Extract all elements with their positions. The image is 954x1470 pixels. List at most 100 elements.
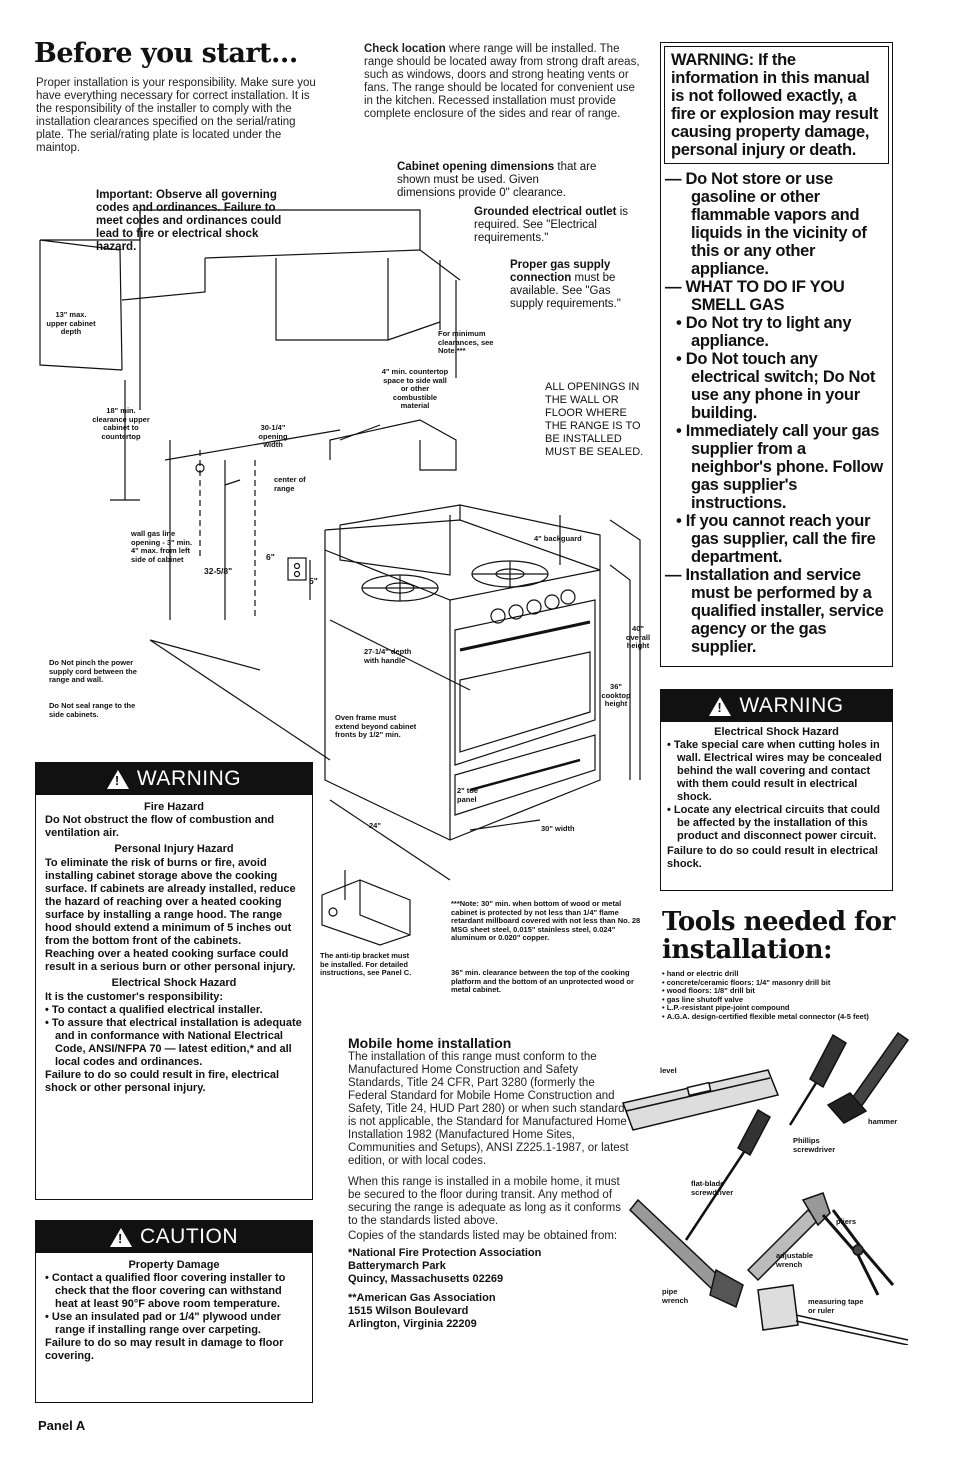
check-location-lead: Check location bbox=[364, 43, 446, 55]
address-1-line-2: Quincy, Massachusetts 02269 bbox=[348, 1273, 504, 1285]
warning-box-left: ! WARNING Fire Hazard Do Not obstruct th… bbox=[35, 762, 313, 1200]
caution-bullet-1: Contact a qualified floor covering insta… bbox=[45, 1272, 303, 1311]
outlet-lead: Grounded electrical outlet bbox=[474, 206, 617, 218]
gas-bullet-3: Immediately call your gas supplier from … bbox=[665, 422, 888, 512]
dim-32-label: 32-5/8" bbox=[204, 566, 233, 576]
countertop-space-label: 4" min. countertop space to side wall or… bbox=[381, 367, 449, 410]
mobile-home-p2: When this range is installed in a mobile… bbox=[348, 1176, 621, 1227]
tool-label-level: level bbox=[660, 1066, 677, 1075]
address-2-line-2: Arlington, Virginia 22209 bbox=[348, 1318, 477, 1330]
mobile-home-p1: The installation of this range must conf… bbox=[348, 1051, 629, 1167]
cabinet-opening-body: that are shown must be used. Given dimen… bbox=[397, 161, 597, 199]
right-shock-bullet-1: Take special care when cutting holes in … bbox=[667, 739, 886, 804]
injury-hazard-text: To eliminate the risk of burns or fire, … bbox=[45, 857, 296, 947]
tool-label-phillips: Phillips screwdriver bbox=[793, 1136, 836, 1154]
caution-header: ! CAUTION bbox=[36, 1221, 312, 1253]
dim-6-label: 6" bbox=[266, 552, 275, 562]
warning-triangle-icon-right: ! bbox=[709, 696, 732, 716]
outlet-text: Grounded electrical outlet is required. … bbox=[474, 206, 634, 245]
fire-hazard-text: Do Not obstruct the flow of combustion a… bbox=[45, 814, 275, 839]
caution-bullet-2: Use an insulated pad or 1/4" plywood und… bbox=[45, 1311, 303, 1337]
toe-panel-label: 2" toe panel bbox=[457, 786, 479, 804]
pipe-wrench-icon bbox=[628, 1198, 744, 1309]
tool-label-hammer: hammer bbox=[868, 1117, 898, 1126]
shock-intro: It is the customer's responsibility: bbox=[45, 991, 224, 1003]
shock-bullet-1: To contact a qualified electrical instal… bbox=[45, 1004, 303, 1017]
page-title: Before you start... bbox=[34, 38, 298, 69]
important-note: Important: Observe all governing codes a… bbox=[96, 188, 282, 253]
caution-triangle-icon: ! bbox=[110, 1227, 132, 1247]
mobile-home-p3: Copies of the standards listed may be ob… bbox=[348, 1230, 618, 1242]
gas-bullet-4: If you cannot reach your gas supplier, c… bbox=[665, 512, 888, 566]
tool-label-adjustable: adjustable wrench bbox=[776, 1251, 814, 1269]
gas-bullet-1: Do Not try to light any appliance. bbox=[665, 314, 888, 350]
cabinet-opening-text: Cabinet opening dimensions that are show… bbox=[397, 161, 597, 200]
dim-24-label: 24" bbox=[369, 821, 381, 830]
warning-label-left: WARNING bbox=[136, 767, 242, 790]
warning-box-right: ! WARNING Electrical Shock Hazard Take s… bbox=[660, 689, 893, 891]
min-clearances-label: For minimum clearances, see Note.*** bbox=[438, 329, 494, 355]
openings-sealed-label: ALL OPENINGS IN THE WALL OR FLOOR WHERE … bbox=[545, 381, 644, 458]
caution-label: CAUTION bbox=[140, 1225, 238, 1248]
panel-label: Panel A bbox=[38, 1418, 86, 1433]
gas-warning-box: WARNING: If the information in this manu… bbox=[660, 42, 893, 667]
tool-label-pliers: pliers bbox=[836, 1217, 857, 1226]
right-shock-title: Electrical Shock Hazard bbox=[714, 726, 839, 738]
backguard-label: 4" backguard bbox=[534, 534, 582, 543]
center-of-range-label: center of range bbox=[274, 475, 306, 493]
injury-hazard-title: Personal Injury Hazard bbox=[114, 843, 234, 855]
gas-dash-1: Do Not store or use gasoline or other fl… bbox=[665, 170, 888, 278]
upper-cabinet-depth-label: 13" max. upper cabinet depth bbox=[46, 310, 96, 336]
wall-gas-line-label: wall gas line opening - 3" min. 4" max. … bbox=[131, 529, 193, 564]
do-not-pinch-label: Do Not pinch the power supply cord betwe… bbox=[49, 658, 137, 684]
dim-5-label: 5" bbox=[309, 576, 318, 586]
tool-label-flat: flat-blade screwdriver bbox=[691, 1179, 734, 1197]
address-2-name: **American Gas Association bbox=[348, 1292, 496, 1304]
fire-hazard-title: Fire Hazard bbox=[144, 801, 204, 813]
tools-illustration bbox=[621, 1031, 910, 1345]
shock-failure-text: Failure to do so could result in fire, e… bbox=[45, 1069, 280, 1094]
range-body bbox=[324, 530, 601, 841]
caution-failure-text: Failure to do so may result in damage to… bbox=[45, 1337, 284, 1362]
opening-width-label: 30-1/4" opening width bbox=[258, 423, 288, 449]
tool-item: A.G.A. design-certified flexible metal c… bbox=[662, 1012, 902, 1022]
intro-text: Proper installation is your responsibili… bbox=[36, 77, 316, 154]
mobile-home-title: Mobile home installation bbox=[348, 1035, 512, 1051]
installation-diagram bbox=[39, 209, 641, 946]
depth-handle-label: 27-1/4" depth with handle bbox=[364, 647, 412, 665]
tool-item: hand or electric drill bbox=[662, 969, 902, 979]
address-2-line-1: 1515 Wilson Boulevard bbox=[348, 1305, 469, 1317]
gas-supply-lead: Proper gas supply connection bbox=[510, 259, 611, 284]
shock-hazard-title: Electrical Shock Hazard bbox=[111, 977, 237, 989]
warning-header-left: ! WARNING bbox=[36, 763, 312, 795]
gas-supply-text: Proper gas supply connection must be ava… bbox=[510, 259, 645, 311]
do-not-seal-label: Do Not seal range to the side cabinets. bbox=[49, 701, 136, 719]
hammer-icon bbox=[826, 1031, 910, 1124]
note-1: ***Note: 30" min. when bottom of wood or… bbox=[451, 899, 641, 942]
address-1-line-1: Batterymarch Park bbox=[348, 1260, 446, 1272]
width-30-label: 30" width bbox=[541, 824, 575, 833]
flat-blade-screwdriver-icon bbox=[684, 1108, 771, 1241]
cabinet-opening-lead: Cabinet opening dimensions bbox=[397, 161, 555, 173]
upper-cabinet-left bbox=[40, 210, 141, 241]
outlet-body: is required. See "Electrical requirement… bbox=[474, 206, 628, 244]
gas-warning-head: WARNING: If the information in this manu… bbox=[671, 51, 879, 159]
shock-bullet-2: To assure that electrical installation i… bbox=[45, 1017, 303, 1069]
oven-frame-label: Oven frame must extend beyond cabinet fr… bbox=[335, 713, 417, 739]
anti-tip-label: The anti-tip bracket must be installed. … bbox=[320, 951, 412, 977]
gas-supply-body: must be available. See "Gas supply requi… bbox=[510, 272, 621, 310]
warning-label-right: WARNING bbox=[739, 694, 844, 717]
address-1-name: *National Fire Protection Association bbox=[348, 1247, 542, 1259]
right-shock-failure: Failure to do so could result in electri… bbox=[667, 845, 878, 870]
anti-tip-bracket bbox=[321, 879, 411, 946]
tool-label-tape: measuring tape or ruler bbox=[808, 1297, 864, 1315]
gas-bullet-2: Do Not touch any electrical switch; Do N… bbox=[665, 350, 888, 422]
phillips-screwdriver-icon bbox=[788, 1033, 847, 1126]
cooktop-height-label: 36" cooktop height bbox=[601, 682, 631, 708]
mobile-home-section: Mobile home installation The installatio… bbox=[348, 1035, 633, 1331]
gas-dash-3: Installation and service must be perform… bbox=[665, 566, 888, 656]
warning-triangle-icon: ! bbox=[106, 769, 129, 789]
tool-item: L.P.-resistant pipe-joint compound bbox=[662, 1003, 902, 1013]
warning-header-right: ! WARNING bbox=[661, 690, 892, 722]
level-icon bbox=[621, 1069, 780, 1131]
